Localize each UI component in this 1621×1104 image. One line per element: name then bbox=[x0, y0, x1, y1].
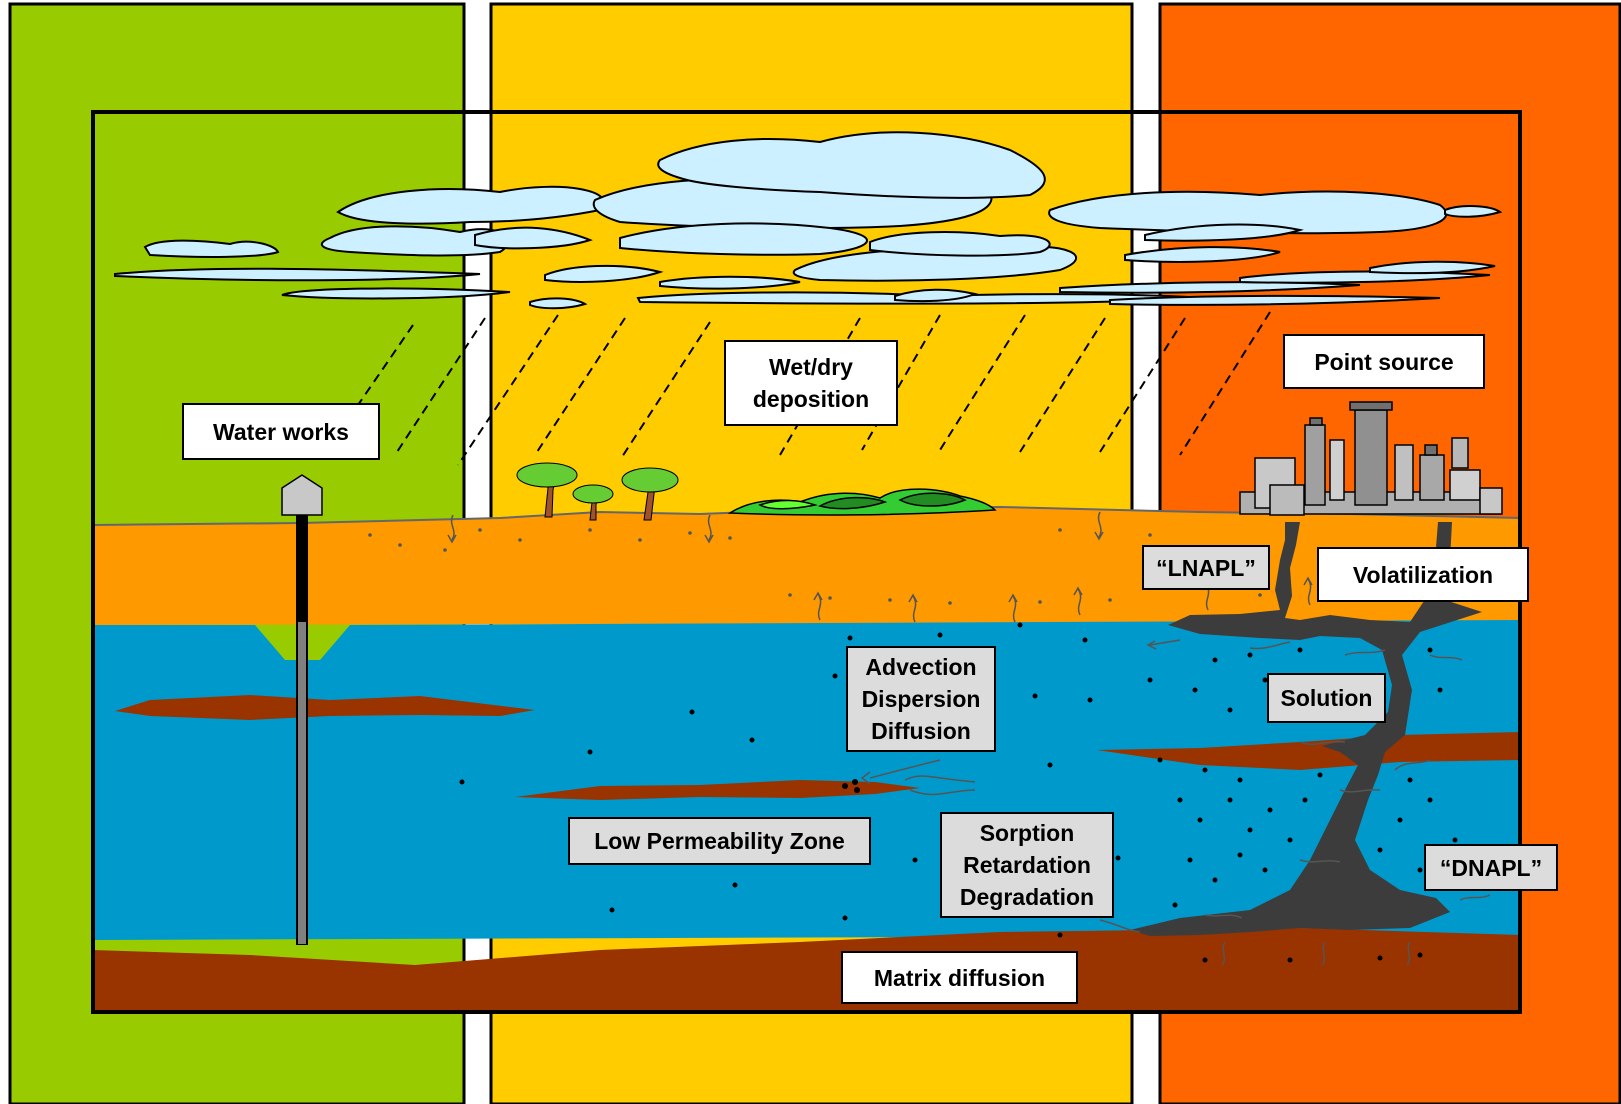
shrub-icon bbox=[727, 488, 997, 516]
water-works-label: Water works bbox=[182, 403, 380, 460]
clay-bedrock-layer bbox=[93, 928, 1520, 1012]
landscape-frame bbox=[91, 110, 1522, 1014]
wet-dry-deposition-label: Wet/dry deposition bbox=[724, 340, 898, 426]
soil-layer bbox=[93, 507, 1520, 625]
clay-lens-right bbox=[1097, 732, 1520, 770]
low-permeability-lens bbox=[515, 780, 920, 800]
solution-label: Solution bbox=[1267, 673, 1386, 723]
point-source-label: Point source bbox=[1283, 334, 1485, 389]
lnapl-dnapl-plume bbox=[1130, 522, 1482, 936]
advection-dispersion-diffusion-label: Advection Dispersion Diffusion bbox=[846, 646, 996, 752]
factory-icon bbox=[1239, 401, 1503, 516]
volatilization-label: Volatilization bbox=[1317, 547, 1529, 602]
tree-icon bbox=[516, 462, 679, 521]
clay-lens-left bbox=[115, 695, 535, 720]
matrix-diffusion-label: Matrix diffusion bbox=[841, 951, 1078, 1004]
cloud-icon bbox=[114, 131, 1503, 310]
sorption-retardation-degradation-label: Sorption Retardation Degradation bbox=[940, 812, 1114, 918]
dnapl-label: “DNAPL” bbox=[1424, 844, 1558, 891]
low-permeability-zone-label: Low Permeability Zone bbox=[568, 817, 871, 865]
well-icon bbox=[281, 474, 323, 945]
lnapl-label: “LNAPL” bbox=[1142, 545, 1270, 590]
soil-particle-dots bbox=[368, 528, 1262, 605]
